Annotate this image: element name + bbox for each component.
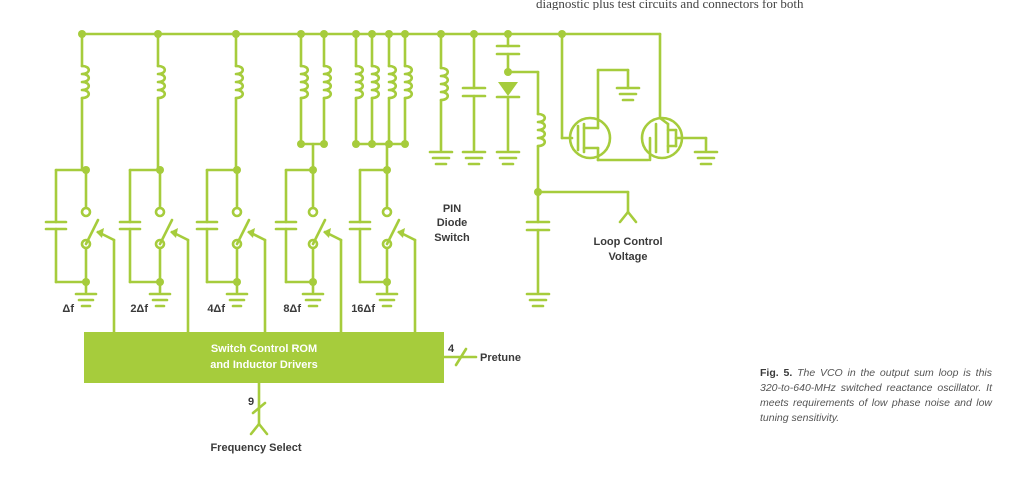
inductor-coil (299, 64, 309, 100)
inductor-coil (354, 64, 364, 100)
tank-section (428, 32, 719, 308)
pretune-bus: 4 Pretune (442, 343, 521, 367)
junction-node (309, 278, 317, 286)
inductor-coil (322, 64, 332, 100)
inductor-coil (80, 64, 90, 100)
switch-stages: Δf 2Δf 4Δf 8Δf 16Δf (44, 30, 566, 334)
figure-number: Fig. 5. (760, 367, 793, 379)
caption-text: The VCO in the output sum loop is this 3… (760, 367, 992, 424)
diagram-labels: PIN Diode Switch Loop Control Voltage (434, 203, 662, 263)
stage-label: 2Δf (130, 303, 148, 315)
rom-box-line2: and Inductor Drivers (210, 359, 318, 371)
stage-label: 16Δf (351, 303, 375, 315)
junction-node (352, 140, 360, 148)
figure-caption: Fig. 5. The VCO in the output sum loop i… (760, 366, 992, 426)
pretune-label: Pretune (480, 352, 521, 364)
switch-contact (80, 206, 92, 218)
inductor-coil (387, 64, 397, 100)
stage-label: 4Δf (207, 303, 225, 315)
inductor-coil (370, 64, 380, 100)
loop-control-label-line2: Voltage (609, 251, 648, 263)
header-text-fragment: diagnostic plus test circuits and connec… (536, 0, 804, 10)
switch-contact (381, 206, 393, 218)
junction-node (82, 278, 90, 286)
junction-node (156, 278, 164, 286)
inductor-coil (403, 64, 413, 100)
switch-contact (231, 206, 243, 218)
switch-control-rom-box: Switch Control ROM and Inductor Drivers (84, 332, 444, 383)
frequency-select-bus-width: 9 (248, 396, 254, 408)
stage-label: 8Δf (283, 303, 301, 315)
junction-node (368, 140, 376, 148)
junction-node (233, 278, 241, 286)
stage-label: Δf (62, 303, 74, 315)
switch-contact (154, 206, 166, 218)
frequency-select-label: Frequency Select (210, 442, 301, 454)
junction-node (383, 278, 391, 286)
rom-box-line1: Switch Control ROM (211, 343, 317, 355)
frequency-select-bus: 9 Frequency Select (210, 381, 302, 454)
pin-label-line3: Switch (434, 232, 470, 244)
pin-label-line2: Diode (437, 217, 468, 229)
inductor-coil (156, 64, 166, 100)
pin-label-line1: PIN (443, 203, 461, 215)
inductor-coil (234, 64, 244, 100)
junction-node (320, 140, 328, 148)
switch-contact (307, 206, 319, 218)
loop-control-label-line1: Loop Control (593, 236, 662, 248)
pretune-bus-width: 4 (448, 343, 455, 355)
junction-node (401, 140, 409, 148)
junction-node (297, 140, 305, 148)
